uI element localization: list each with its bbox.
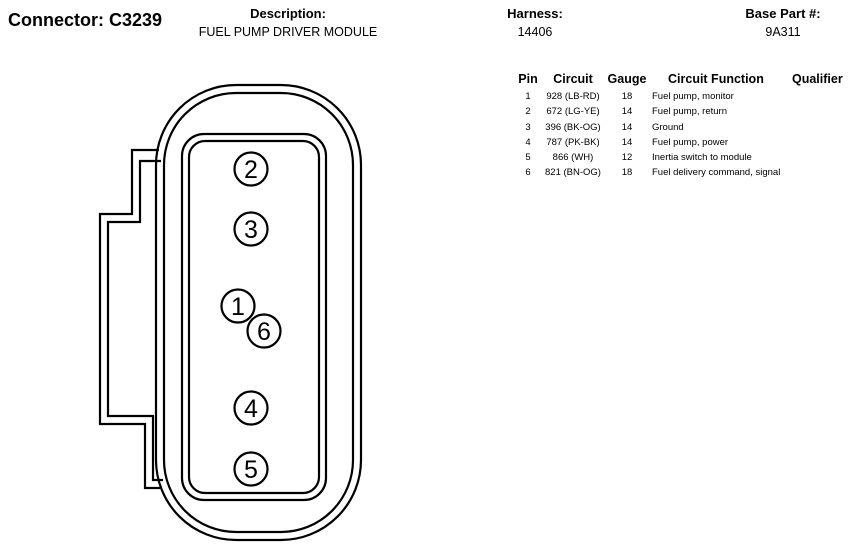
cell-pin: 5 bbox=[525, 152, 531, 163]
pin-circle-6 bbox=[246, 313, 282, 349]
cell-function: Inertia switch to module bbox=[652, 152, 752, 163]
cell-gauge: 18 bbox=[621, 167, 633, 178]
harness-label: Harness: bbox=[507, 6, 563, 21]
connector-outer-shell-inner bbox=[162, 91, 355, 534]
column-header-circuit-function: Circuit Function bbox=[668, 72, 764, 86]
cell-circuit: 866 (WH) bbox=[552, 152, 594, 163]
cell-gauge: 14 bbox=[621, 122, 633, 133]
cell-gauge: 14 bbox=[621, 137, 633, 148]
harness-value: 14406 bbox=[517, 25, 553, 39]
cell-function: Fuel pump, return bbox=[652, 106, 727, 117]
cell-function: Fuel delivery command, signal bbox=[652, 167, 781, 178]
column-header-qualifier: Qualifier bbox=[792, 72, 843, 86]
cell-circuit: 928 (LB-RD) bbox=[546, 91, 600, 102]
cell-circuit: 672 (LG-YE) bbox=[546, 106, 600, 117]
pin-label-3: 3 bbox=[244, 216, 258, 244]
pin-label-4: 4 bbox=[244, 395, 258, 423]
pin-circle-1 bbox=[220, 288, 256, 324]
cell-gauge: 14 bbox=[621, 106, 633, 117]
pin-label-1: 1 bbox=[231, 293, 245, 321]
cell-function: Ground bbox=[652, 122, 684, 133]
base-part-label: Base Part #: bbox=[745, 6, 821, 21]
locking-tab-outer bbox=[98, 148, 160, 490]
pin-circle-2 bbox=[233, 151, 269, 187]
cell-pin: 4 bbox=[525, 137, 531, 148]
cell-pin: 2 bbox=[525, 106, 531, 117]
pin-label-5: 5 bbox=[244, 456, 258, 484]
column-header-circuit: Circuit bbox=[553, 72, 593, 86]
pin-circle-3 bbox=[233, 211, 269, 247]
pin-label-2: 2 bbox=[244, 156, 258, 184]
base-part-value: 9A311 bbox=[765, 25, 801, 39]
column-header-pin: Pin bbox=[518, 72, 538, 86]
cell-pin: 1 bbox=[525, 91, 531, 102]
cell-pin: 6 bbox=[525, 167, 531, 178]
cell-gauge: 12 bbox=[621, 152, 633, 163]
column-header-gauge: Gauge bbox=[607, 72, 647, 86]
cell-function: Fuel pump, monitor bbox=[652, 91, 734, 102]
cell-circuit: 396 (BK-OG) bbox=[545, 122, 601, 133]
pin-label-6: 6 bbox=[257, 318, 271, 346]
cell-gauge: 18 bbox=[621, 91, 633, 102]
cell-function: Fuel pump, power bbox=[652, 137, 729, 148]
locking-tab-inner bbox=[106, 159, 163, 482]
cell-circuit: 821 (BN-OG) bbox=[545, 167, 601, 178]
connector-face-diagram: 2 3 1 6 4 5 bbox=[98, 83, 363, 542]
pin-circle-5 bbox=[233, 451, 269, 487]
pin-circle-4 bbox=[233, 390, 269, 426]
connector-title: Connector: C3239 bbox=[8, 10, 163, 30]
connector-outer-shell bbox=[154, 83, 363, 542]
description-label: Description: bbox=[250, 6, 326, 21]
description-value: FUEL PUMP DRIVER MODULE bbox=[198, 25, 378, 39]
connector-cavity bbox=[180, 132, 328, 502]
cell-circuit: 787 (PK-BK) bbox=[546, 137, 600, 148]
cell-pin: 3 bbox=[525, 122, 531, 133]
connector-cavity-inner bbox=[187, 139, 321, 495]
